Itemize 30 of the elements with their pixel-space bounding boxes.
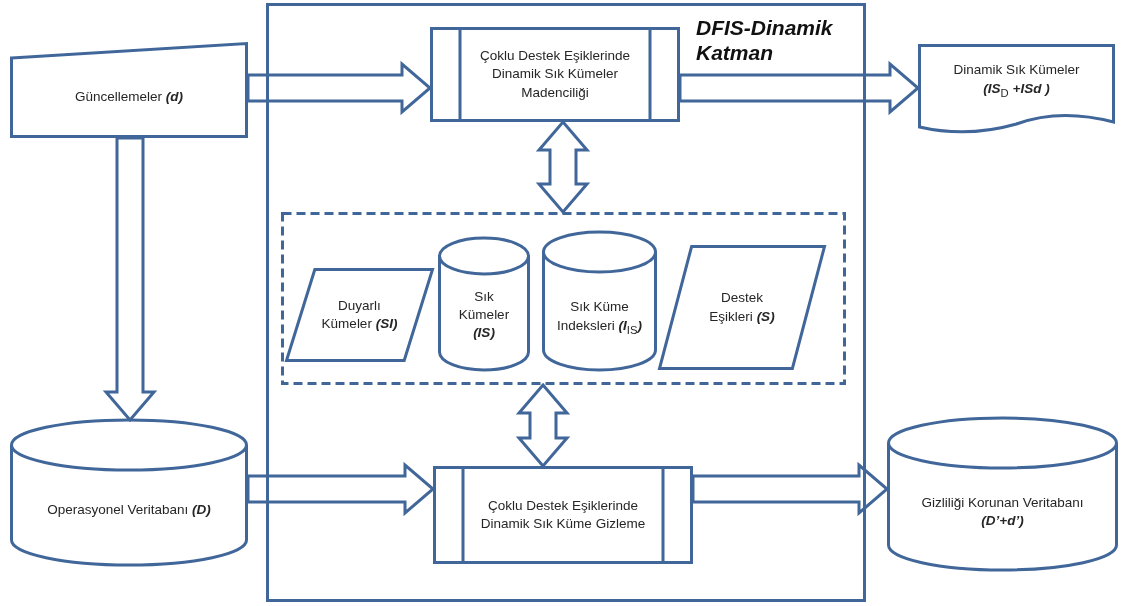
layer-frame [266, 3, 866, 602]
block-arrow [678, 60, 921, 116]
node-label: Duyarlı Kümeler (SI) [320, 296, 399, 333]
input-shape [10, 42, 248, 138]
data-parallelogram [285, 268, 434, 362]
block-arrow [515, 382, 571, 469]
node-label: Çoklu Destek Eşiklerinde Dinamik Sık Küme Gizleme [479, 496, 647, 533]
block-arrow [246, 461, 436, 517]
block-arrow [691, 461, 890, 517]
node-label: Güncellemeler (d) [74, 87, 183, 106]
database-cylinder [542, 232, 657, 370]
document-shape [918, 44, 1115, 132]
node-label: Gizliliği Korunan Veritabanı (D’+d’) [920, 493, 1085, 530]
node-label: Destek Eşikleri (S) [708, 289, 776, 326]
layer-title: DFIS-Dinamik Katman [696, 15, 834, 66]
database-cylinder [438, 238, 530, 370]
block-arrow [535, 119, 591, 215]
process-box [433, 466, 693, 564]
dashed-group-box [281, 212, 846, 385]
node-label: Operasyonel Veritabanı (D) [47, 501, 211, 520]
node-label: Dinamik Sık Kümeler (IS$_{D}$ +ISd ) [952, 61, 1081, 101]
node-label: Sık Kümeler (IS) [457, 287, 511, 343]
data-parallelogram [658, 245, 826, 370]
node-label: Sık Küme Indeksleri (I$_{IS}$) [556, 298, 643, 338]
block-arrow [102, 136, 158, 423]
process-box [430, 27, 680, 122]
database-cylinder [10, 420, 248, 565]
node-label: Çoklu Destek Eşiklerinde Dinamik Sık Kümeler Madenciliği [478, 47, 632, 102]
database-cylinder [887, 418, 1118, 570]
block-arrow [246, 60, 433, 116]
